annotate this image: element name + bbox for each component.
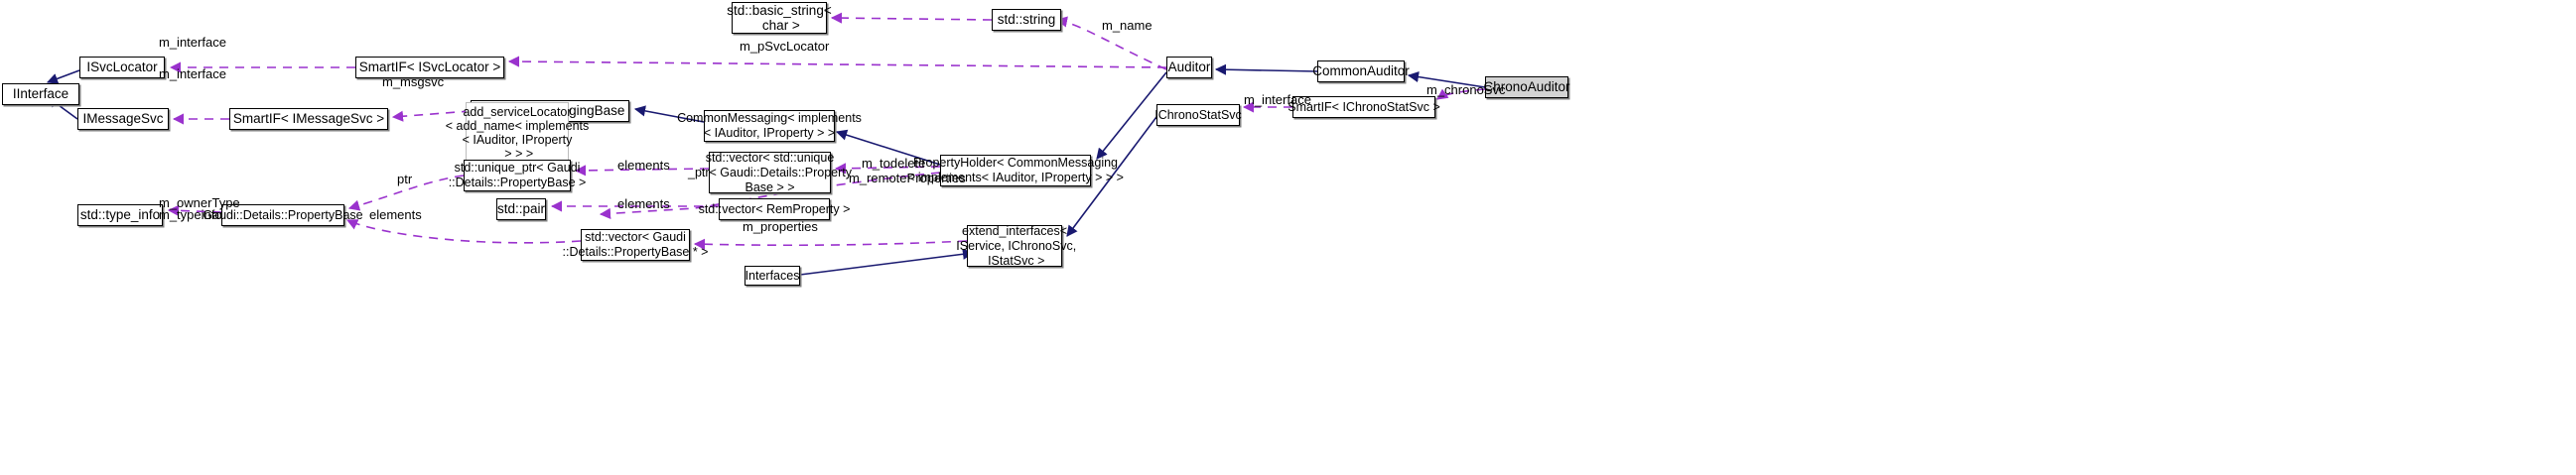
node-label: IInterface xyxy=(12,85,69,101)
class-node-smartif-isvclocator[interactable]: SmartIF< ISvcLocator > xyxy=(355,57,504,78)
edge-label-text: m_typeinfo xyxy=(159,207,222,222)
node-label: std::basic_string< char > xyxy=(727,3,832,33)
edge-label-m-psvclocator: m_pSvcLocator xyxy=(740,40,829,54)
class-node-std-type-info[interactable]: std::type_info xyxy=(77,204,163,226)
class-node-iinterface[interactable]: IInterface xyxy=(2,83,79,105)
class-node-chronoauditor[interactable]: ChronoAuditor xyxy=(1483,76,1570,98)
node-label: CommonAuditor xyxy=(1312,62,1410,78)
node-label: SmartIF< ISvcLocator > xyxy=(358,59,501,74)
class-node-vector-remproperty[interactable]: std::vector< RemProperty > xyxy=(699,198,850,220)
node-label: PropertyHolder< CommonMessaging < implem… xyxy=(907,156,1124,184)
class-node-unique-ptr-propertybase[interactable]: std::unique_ptr< Gaudi ::Details::Proper… xyxy=(449,160,586,191)
edge-label-m-interface-3: m_interface xyxy=(1244,93,1311,107)
edge-label-m-typeinfo: m_typeinfo xyxy=(159,208,222,222)
class-node-commonauditor[interactable]: CommonAuditor xyxy=(1312,60,1410,82)
node-label: std::unique_ptr< Gaudi ::Details::Proper… xyxy=(448,161,587,189)
node-label: std::vector< Gaudi ::Details::PropertyBa… xyxy=(562,230,709,259)
edge-label-m-interface-1: m_interface xyxy=(159,36,226,50)
edge-label-m-chronosvc: m_chronoSvc xyxy=(1426,83,1505,97)
edge-label-ptr: ptr xyxy=(397,173,412,186)
class-node-std-string[interactable]: std::string xyxy=(992,9,1061,31)
edge-label-elements-2: elements xyxy=(617,197,670,211)
class-node-std-basic-string[interactable]: std::basic_string< char > xyxy=(727,2,832,34)
edge-label-text: m_msgsvc xyxy=(382,74,445,89)
edge-label-m-todelete: m_todelete xyxy=(862,157,925,171)
node-label: std::string xyxy=(997,11,1056,27)
class-node-interfaces[interactable]: Interfaces xyxy=(745,266,800,286)
class-node-auditor[interactable]: Auditor xyxy=(1166,57,1212,78)
class-node-imessagesvc[interactable]: IMessageSvc xyxy=(77,108,169,130)
class-node-std-pair[interactable]: std::pair xyxy=(496,198,546,220)
class-node-vector-unique-ptr-propertybase[interactable]: std::vector< std::unique _ptr< Gaudi::De… xyxy=(688,151,852,194)
edge-label-text: m_ownerType xyxy=(159,195,240,210)
class-node-propertyholder[interactable]: PropertyHolder< CommonMessaging < implem… xyxy=(907,155,1124,186)
edge-label-elements-1: elements xyxy=(617,159,670,173)
edge-label-text: elements xyxy=(369,207,422,222)
class-node-commonmessaging[interactable]: CommonMessaging< implements < IAuditor, … xyxy=(677,110,862,142)
edge-label-elements-3: elements xyxy=(369,208,422,222)
edge-label-m-msgsvc: m_msgsvc xyxy=(382,75,444,89)
node-label: Auditor xyxy=(1167,59,1211,74)
edge-label-m-ownertype: m_ownerType xyxy=(159,196,240,210)
node-label: IChronoStatSvc xyxy=(1154,107,1242,122)
edge-label-m-remoteproperties: m_remoteProperties xyxy=(849,172,966,185)
node-label: SmartIF< IChronoStatSvc > xyxy=(1288,99,1440,114)
node-label: Interfaces xyxy=(745,268,800,283)
class-node-isvclocator[interactable]: ISvcLocator xyxy=(79,57,165,78)
class-node-smartif-imessagesvc[interactable]: SmartIF< IMessageSvc > xyxy=(229,108,388,130)
edge-label-text: ptr xyxy=(397,172,413,186)
class-node-ichronostatsvc[interactable]: IChronoStatSvc xyxy=(1154,104,1242,126)
node-label: extend_interfaces< IService, IChronoSvc,… xyxy=(956,223,1077,268)
node-label: ISvcLocator xyxy=(86,59,158,74)
edge-label-text: m_remoteProperties xyxy=(849,171,966,185)
edge-label-text: m_interface xyxy=(159,66,226,81)
class-node-smartif-ichronostatsvc[interactable]: SmartIF< IChronoStatSvc > xyxy=(1288,96,1440,118)
edge-label-text: m_interface xyxy=(1244,92,1311,107)
node-label: std::pair xyxy=(496,200,546,216)
edge-label-text: m_properties xyxy=(743,219,818,234)
edge-label-text: m_interface xyxy=(159,35,226,50)
node-label: CommonMessaging< implements < IAuditor, … xyxy=(677,111,862,140)
node-label: std::vector< std::unique _ptr< Gaudi::De… xyxy=(688,150,853,194)
node-label: std::vector< RemProperty > xyxy=(698,201,851,216)
edge-label-text: m_name xyxy=(1102,18,1152,33)
node-label: ChronoAuditor xyxy=(1483,78,1570,94)
class-node-add-servicelocator[interactable]: add_serviceLocator < add_name< implement… xyxy=(446,102,589,164)
edge-label-m-name: m_name xyxy=(1102,19,1152,33)
node-label: SmartIF< IMessageSvc > xyxy=(232,110,385,126)
edge-label-text: elements xyxy=(617,158,670,173)
edge-label-text: m_pSvcLocator xyxy=(740,39,830,54)
class-node-gaudi-details-propertybase[interactable]: Gaudi::Details::PropertyBase xyxy=(203,204,363,226)
edge-label-text: m_chronoSvc xyxy=(1426,82,1506,97)
node-label: std::type_info xyxy=(79,206,161,222)
node-label: IMessageSvc xyxy=(82,110,164,126)
node-label: Gaudi::Details::PropertyBase xyxy=(203,207,363,222)
class-node-extend-interfaces[interactable]: extend_interfaces< IService, IChronoSvc,… xyxy=(956,224,1076,268)
edge-label-m-interface-2: m_interface xyxy=(159,67,226,81)
node-label: add_serviceLocator < add_name< implement… xyxy=(445,105,590,161)
edge-label-m-properties: m_properties xyxy=(743,220,818,234)
edge-label-text: m_todelete xyxy=(862,156,926,171)
edge-label-text: elements xyxy=(617,196,670,211)
class-node-vector-propertybase-ptr[interactable]: std::vector< Gaudi ::Details::PropertyBa… xyxy=(563,229,708,261)
